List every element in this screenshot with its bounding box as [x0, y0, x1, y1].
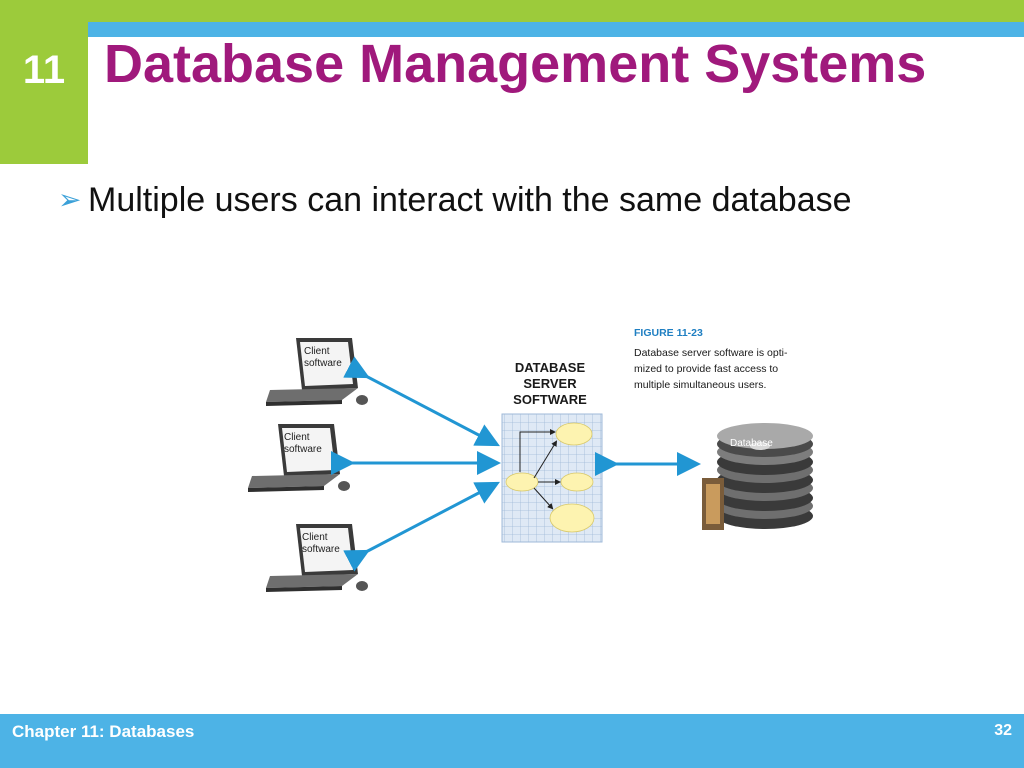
bullet-point: ➢Multiple users can interact with the sa… [58, 180, 1008, 220]
figure-caption-line3: multiple simultaneous users. [634, 379, 766, 391]
server-label-line1: DATABASE [515, 360, 586, 375]
figure-number: FIGURE 11-23 [634, 327, 703, 339]
client-laptop-3: Client software [266, 524, 368, 592]
chapter-number: 11 [22, 48, 66, 92]
client-label-2-line2: software [284, 444, 322, 455]
client-label-3-line2: software [302, 544, 340, 555]
client-label-1-line2: software [304, 358, 342, 369]
bullet-arrow-icon: ➢ [58, 184, 82, 215]
server-label-line3: SOFTWARE [513, 392, 587, 407]
figure-caption-line2: mized to provide fast access to [634, 363, 778, 375]
database-hard-drive: Database [702, 423, 813, 530]
database-label: Database [730, 438, 773, 449]
figure-caption-line1: Database server software is opti- [634, 347, 788, 359]
server-label-line2: SERVER [523, 376, 577, 391]
client-label-3-line1: Client [302, 532, 328, 543]
footer-bar [0, 714, 1024, 768]
chapter-badge [0, 22, 88, 164]
client-label-1-line1: Client [304, 346, 330, 357]
arrow-client1-server [343, 356, 500, 447]
bullet-text: Multiple users can interact with the sam… [88, 181, 852, 219]
dbms-diagram: Client software Client software Client s… [248, 327, 813, 592]
footer-chapter: Chapter 11: Databases [12, 722, 195, 741]
page-number: 32 [994, 722, 1012, 739]
top-blue-bar [88, 22, 1024, 37]
top-accent-bar [0, 0, 1024, 22]
arrow-client3-server [343, 481, 500, 572]
database-server-box [501, 413, 603, 543]
client-label-2-line1: Client [284, 432, 310, 443]
slide-title: Database Management Systems [104, 34, 927, 94]
client-laptop-2: Client software [248, 424, 350, 492]
client-laptop-1: Client software [266, 338, 368, 406]
